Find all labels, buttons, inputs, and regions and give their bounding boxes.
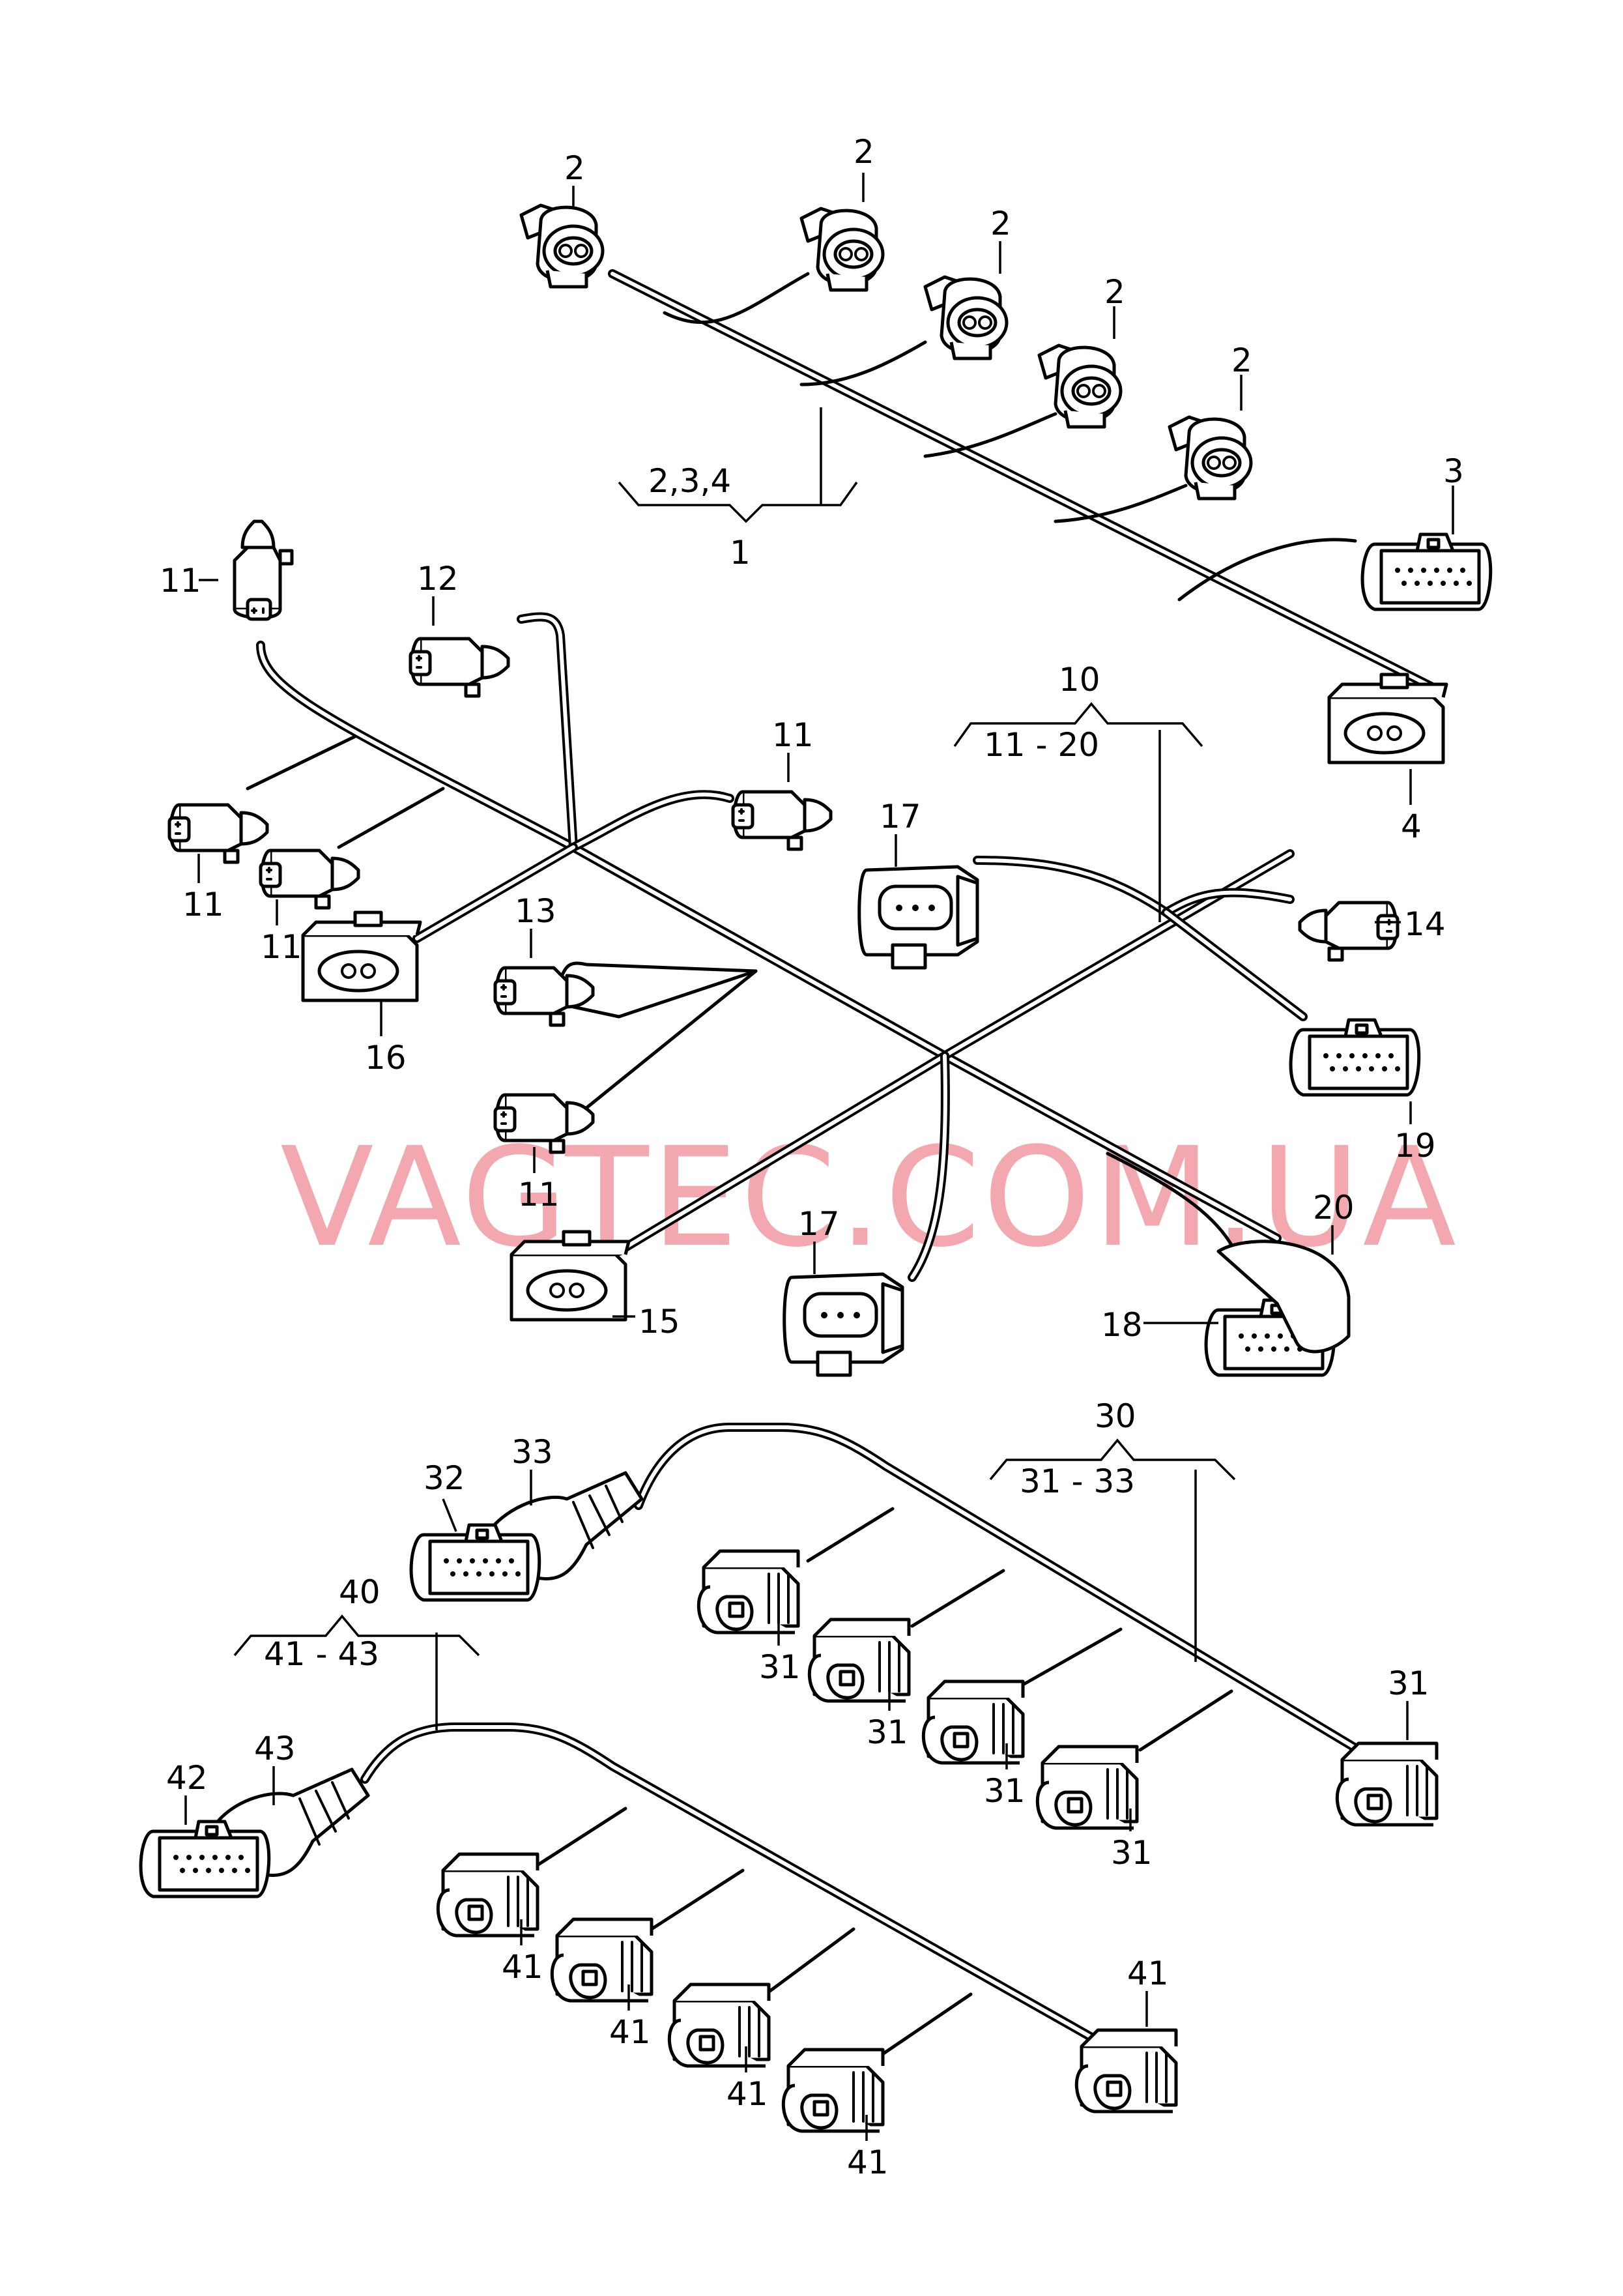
callout-31c: 31 (984, 1772, 1026, 1810)
callout-11c: 11 (182, 886, 224, 923)
connector-41d (783, 2050, 883, 2131)
connector-15 (511, 1232, 629, 1320)
callout-3: 3 (1443, 452, 1464, 490)
callout-11d: 11 (261, 928, 302, 966)
callout-41b: 41 (609, 2013, 651, 2051)
connector-17a (859, 867, 977, 968)
connector-31e (1337, 1743, 1437, 1825)
callout-11b: 11 (772, 716, 814, 754)
callout-2a: 2 (564, 149, 585, 187)
connector-32 (411, 1525, 539, 1600)
callout-31d: 31 (1111, 1834, 1153, 1872)
callout-4: 4 (1401, 807, 1422, 845)
group-1-range: 2,3,4 (648, 462, 731, 500)
group-40-label: 40 (339, 1573, 381, 1611)
harness-group-1: 2 2 2 2 2 3 4 2,3,4 1 (521, 133, 1491, 845)
group-40-range: 41 - 43 (264, 1635, 379, 1673)
connector-41e (1076, 2030, 1176, 2112)
harness-group-40: 42 43 41 41 41 41 41 41 - 43 40 (141, 1573, 1176, 2181)
connector-2a (521, 205, 603, 287)
callout-43: 43 (254, 1730, 296, 1767)
callout-31e: 31 (1388, 1664, 1429, 1702)
callout-41a: 41 (502, 1948, 543, 1986)
connector-41b (552, 1919, 652, 2001)
connector-42 (141, 1822, 269, 1896)
callout-41c: 41 (726, 2075, 768, 2113)
callout-15: 15 (639, 1303, 680, 1341)
callout-11e: 11 (518, 1176, 560, 1213)
callout-17a: 17 (880, 798, 921, 836)
connector-19 (1291, 1020, 1419, 1095)
callout-32: 32 (424, 1459, 465, 1497)
group-10-range: 11 - 20 (984, 726, 1099, 764)
connector-17b (784, 1274, 902, 1375)
connector-20-boot (1216, 1240, 1351, 1354)
connector-31a (698, 1551, 798, 1633)
group-30-label: 30 (1095, 1397, 1136, 1435)
group-1-label: 1 (730, 534, 751, 572)
connector-11d (261, 850, 358, 908)
connector-11a (235, 521, 292, 619)
connector-14 (1300, 903, 1398, 960)
connector-13 (495, 968, 593, 1025)
callout-41d: 41 (847, 2143, 889, 2181)
callout-42: 42 (166, 1759, 208, 1797)
callout-19: 19 (1394, 1127, 1436, 1165)
connector-16 (303, 912, 420, 1000)
callout-31a: 31 (759, 1648, 801, 1686)
group-10-label: 10 (1059, 661, 1100, 699)
callout-2d: 2 (1104, 273, 1125, 311)
connector-41a (438, 1854, 538, 1936)
harness-group-10: 11 12 11 11 11 16 13 11 17 14 19 15 17 1… (160, 521, 1446, 1375)
callout-11a: 11 (160, 562, 201, 600)
connector-41c (669, 1984, 769, 2066)
callout-12: 12 (417, 560, 459, 598)
connector-4 (1329, 675, 1446, 763)
connector-31d (1037, 1747, 1137, 1828)
callout-18: 18 (1101, 1306, 1143, 1344)
connector-11b (733, 792, 831, 849)
callout-31b: 31 (867, 1713, 908, 1751)
callout-20: 20 (1313, 1189, 1355, 1227)
callout-17b: 17 (798, 1205, 840, 1243)
connector-2c (925, 277, 1007, 358)
callout-13: 13 (515, 892, 556, 930)
callout-2b: 2 (854, 133, 874, 171)
connector-31c (923, 1681, 1023, 1763)
callout-16: 16 (365, 1039, 407, 1077)
harness-group-30: 32 33 31 31 31 31 31 31 - 33 30 (411, 1397, 1437, 1872)
group-30-range: 31 - 33 (1020, 1462, 1135, 1500)
callout-33: 33 (511, 1433, 553, 1471)
connector-31b (809, 1620, 909, 1701)
callout-2e: 2 (1231, 341, 1252, 379)
connector-3 (1362, 534, 1491, 609)
callout-14: 14 (1404, 905, 1446, 943)
connector-12 (410, 639, 508, 696)
connector-2b (801, 209, 883, 290)
connector-11c (169, 805, 267, 862)
callout-41e: 41 (1127, 1955, 1169, 1992)
callout-2c: 2 (990, 205, 1011, 242)
